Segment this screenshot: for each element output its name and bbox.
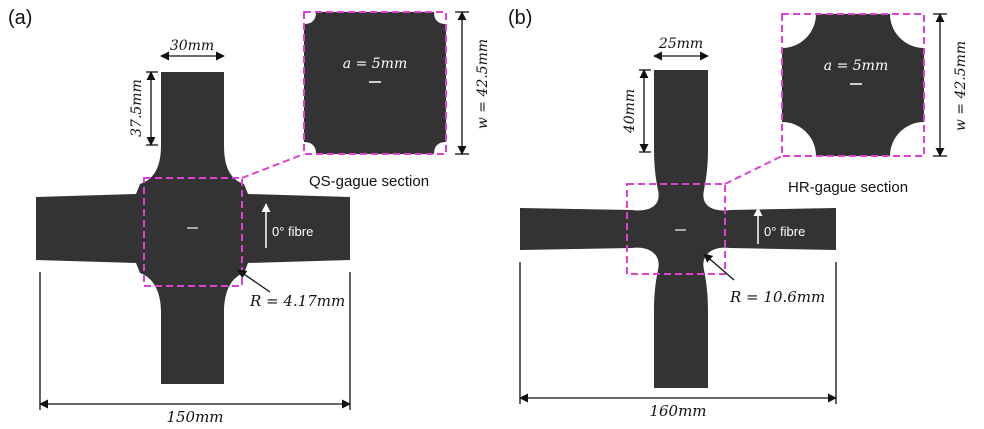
panel-a-connector-upper: [241, 153, 305, 179]
panel-b: (b) 25mm 40mm a = 5mm w = 42.5mm: [508, 7, 969, 420]
panel-a-inset: a = 5mm: [303, 11, 447, 155]
panel-b-inset-notch-br: [890, 122, 924, 156]
panel-b-inset-notch-tl: [782, 14, 816, 48]
panel-b-inset-border: [781, 13, 925, 157]
panel-b-inset: a = 5mm: [781, 13, 925, 157]
panel-a-radius-arrow: [237, 269, 271, 293]
panel-a-section-label: QS-gague section: [309, 173, 429, 190]
panel-b-radius-arrow: [703, 253, 735, 281]
panel-a-tag: (a): [8, 7, 32, 29]
panel-b-gauge-box: [626, 183, 726, 275]
panel-a-inset-notch-tr: [434, 12, 446, 24]
panel-b-inset-notch-tr: [890, 14, 924, 48]
panel-a-inset-border: [303, 11, 447, 155]
panel-b-connector-upper: [724, 155, 783, 185]
panel-a-arm-width-label: 30mm: [170, 38, 214, 54]
panel-b-specimen: [520, 70, 836, 388]
panel-b-inset-w-label: w = 42.5mm: [953, 41, 969, 131]
panel-a-radius-label: R = 4.17mm: [249, 292, 345, 310]
panel-a-inset-notch-bl: [304, 142, 316, 154]
panel-a-total-length-label: 150mm: [166, 408, 223, 426]
panel-b-inset-notch-bl: [782, 122, 816, 156]
panel-b-arm-width-label: 25mm: [658, 36, 703, 52]
panel-b-fibre-label: 0° fibre: [764, 224, 805, 239]
panel-a-inset-fill: [304, 12, 446, 154]
panel-b-section-label: HR-gague section: [788, 179, 908, 196]
panel-b-tag: (b): [508, 7, 532, 29]
panel-a-inset-notch-tl: [304, 12, 316, 24]
panel-a-arm-length-label: 37.5mm: [129, 79, 145, 137]
panel-a: (a) 30mm 37.5mm a = 5mm w =: [8, 7, 491, 426]
panel-b-arm-length-label: 40mm: [622, 89, 638, 134]
panel-b-radius-label: R = 10.6mm: [729, 288, 825, 306]
panel-b-total-length-label: 160mm: [649, 402, 706, 420]
panel-a-inset-notch-br: [434, 142, 446, 154]
panel-a-gauge-box: [143, 177, 243, 287]
panel-a-inset-w-label: w = 42.5mm: [475, 39, 491, 129]
panel-a-inset-a-label: a = 5mm: [343, 56, 407, 72]
panel-a-fibre-label: 0° fibre: [272, 224, 313, 239]
panel-b-inset-a-label: a = 5mm: [824, 58, 888, 74]
